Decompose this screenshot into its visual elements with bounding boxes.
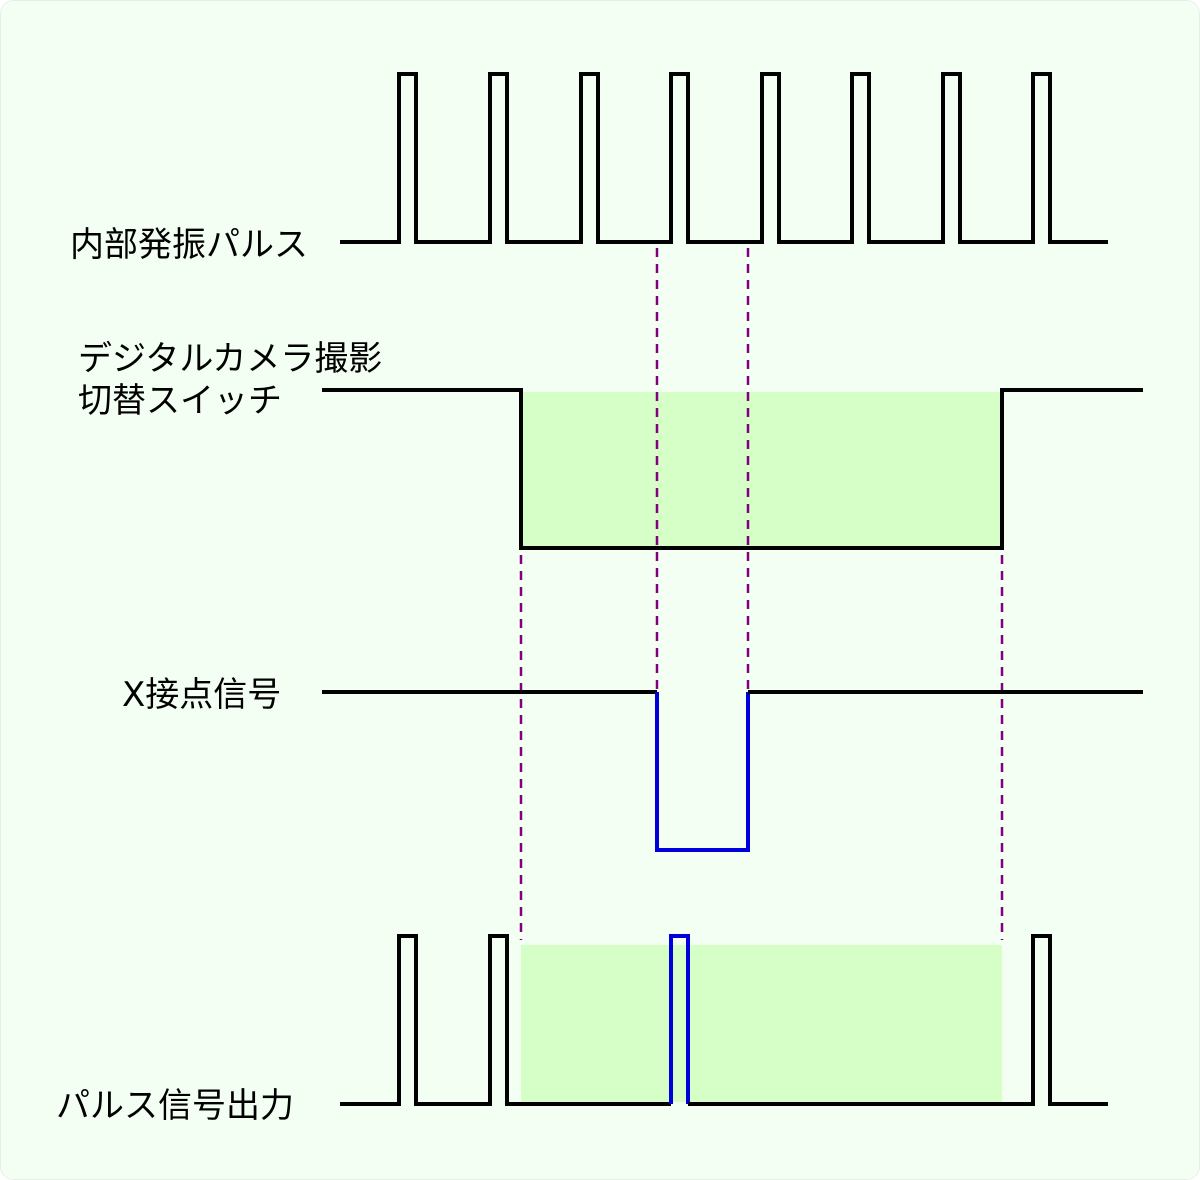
camera-switch-label-line1: デジタルカメラ撮影 (78, 339, 382, 379)
camera-switch-active-region (521, 392, 1002, 548)
x-contact-label: X接点信号 (122, 675, 281, 715)
pulse-output-suppressed-region (521, 945, 1002, 1102)
camera-switch-waveform (322, 388, 1143, 550)
pulse-output-waveform-right (688, 934, 1108, 1106)
x-contact-pulse (655, 692, 750, 852)
camera-switch-label-line2: 切替スイッチ (78, 381, 282, 421)
pulse-output-trigger-pulse (669, 934, 690, 1104)
internal-pulse-label: 内部発振パルス (70, 225, 308, 265)
pulse-output-label: パルス信号出力 (56, 1086, 294, 1126)
guide-lines (519, 248, 1004, 940)
pulse-output-waveform-left (340, 934, 671, 1106)
internal-pulse-waveform (340, 72, 1108, 244)
